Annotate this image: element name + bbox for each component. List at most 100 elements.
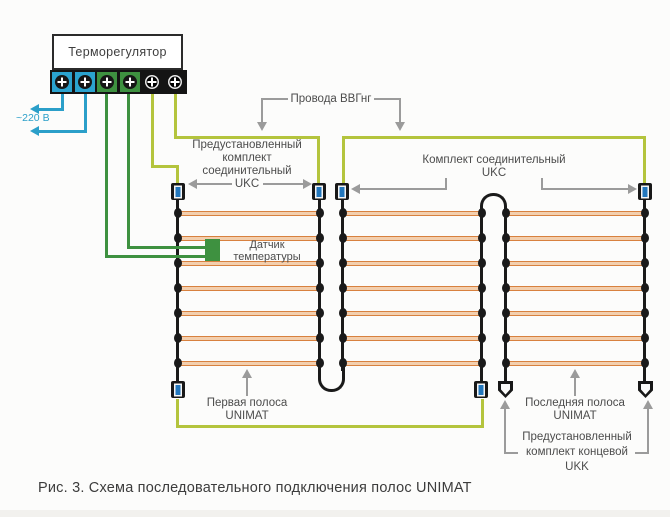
screw-icon [122,75,137,89]
thermostat-terminal-strip [50,70,187,94]
heating-line [342,336,482,341]
annotation-line [635,452,649,454]
label-line: Комплект соединительный [422,154,566,166]
sensor-wire [127,246,206,249]
thermostat-terminal [164,72,185,92]
vvg-wire [317,136,320,184]
heating-line [177,286,320,291]
heating-line [342,361,482,366]
heating-line [505,311,645,316]
arrow-right-icon [303,179,312,189]
vvg-wire [176,399,179,428]
vvg-wire [643,136,646,184]
screw-icon [167,75,182,89]
annotation-line [504,408,506,454]
busbar-loop-top [480,193,507,217]
arrow-down-icon [395,122,405,131]
heating-line [505,211,645,216]
arrow-left-icon [351,184,360,194]
vvg-wire [481,399,484,428]
thermostat-terminal [142,72,163,92]
heating-line [342,236,482,241]
screw-icon [145,75,160,89]
heating-line [505,236,645,241]
vvg-wire [174,94,177,139]
vvg-wire [176,165,179,184]
thermostat-terminal [119,72,140,92]
vvg-wire [174,136,320,139]
power-arrow-icon [30,104,39,114]
heating-line [505,261,645,266]
ukc-connector [474,381,488,398]
heating-line [177,336,320,341]
vvg-wire [151,165,179,168]
annotation-line [261,98,263,122]
ukc-connector [335,183,349,200]
vvg-wire [342,136,646,139]
mat-busbar [176,199,179,383]
ukk-end-cap [498,381,513,398]
label-line: UKK [565,461,589,473]
label-line: UKC [481,167,507,179]
label-line: соединительный [202,165,292,177]
annotation-line [399,98,401,122]
thermostat-label: Терморегулятор [68,45,167,59]
label-line: Первая полоса [206,397,288,409]
annotation-line [647,408,649,454]
power-wire [38,130,86,133]
arrow-up-icon [500,400,510,409]
ukc-connector [171,381,185,398]
ukc-connector [171,183,185,200]
label-line: комплект концевой [526,446,628,458]
heating-line [177,311,320,316]
mat-busbar [480,214,483,383]
last-strip-label: Последняя полоса UNIMAT [525,397,625,423]
thermostat-terminal [74,72,95,92]
ukc-connector [638,183,652,200]
ukk-end-kit-label: Предустановленный комплект концевой UKK [522,430,632,475]
heating-line [342,311,482,316]
annotation-line [541,178,543,190]
sensor-wire [105,94,108,258]
mat-busbar [504,214,507,383]
annotation-line [541,188,629,190]
ukc-connector [312,183,326,200]
sensor-label: Датчик температуры [233,239,301,263]
first-strip-label: Первая полоса UNIMAT [207,397,288,423]
mat-busbar [643,199,646,383]
arrow-up-icon [570,369,580,378]
annotation-line [445,178,447,190]
annotation-line [504,452,518,454]
heating-line [342,286,482,291]
heating-line [177,236,320,241]
arrow-up-icon [242,369,252,378]
sensor-wire [105,255,206,258]
thermostat-terminal [52,72,72,92]
arrow-left-icon [188,179,197,189]
vvg-wire [151,94,154,168]
annotation-line [374,98,400,100]
ukk-end-cap [638,381,653,398]
heating-line [177,261,320,266]
label-line: Предустановленный [522,431,632,443]
label-line: Последняя полоса [525,397,625,409]
heating-line [342,211,482,216]
power-wire [84,94,87,133]
thermostat-terminal [97,72,118,92]
label-line: Датчик [249,239,285,251]
sensor-wire [127,94,130,249]
vvg-wires-label: Провода ВВГнг [290,93,372,105]
screw-icon [77,75,92,89]
mat-busbar [341,199,344,371]
figure-caption: Рис. 3. Схема последовательного подключе… [38,480,472,496]
busbar-loop-bottom [318,366,345,392]
vvg-wire [176,425,484,428]
heating-line [505,336,645,341]
annotation-line [359,188,447,190]
arrow-right-icon [628,184,637,194]
arrow-up-icon [643,400,653,409]
power-wire [38,108,63,111]
label-line: температуры [233,250,301,263]
annotation-line [263,183,304,185]
power-wire [61,94,64,111]
